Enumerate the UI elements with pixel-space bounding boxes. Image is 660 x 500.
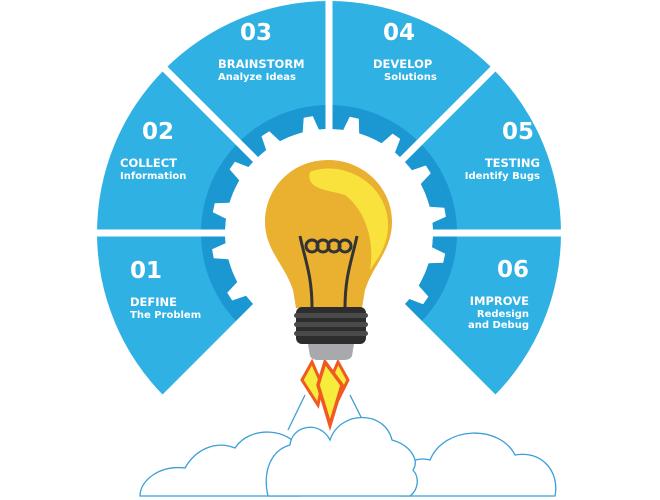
filament-icon <box>298 235 359 309</box>
cloud-group <box>139 394 557 497</box>
step-title: DEFINE <box>130 295 178 310</box>
cloud-center-icon <box>265 417 418 497</box>
step-01: 01 DEFINE The Problem <box>130 258 201 321</box>
step-number: 05 <box>501 119 534 145</box>
step-title: IMPROVE <box>469 294 529 309</box>
lightbulb-icon <box>265 160 392 360</box>
step-subtitle: Analyze Ideas <box>218 71 296 83</box>
smoke-trail-left <box>287 394 306 431</box>
step-title: COLLECT <box>120 156 178 171</box>
step-03: 03 BRAINSTORM Analyze Ideas <box>218 20 305 83</box>
flame-icon <box>300 358 350 432</box>
step-subtitle: Information <box>120 170 187 182</box>
step-subtitle: Redesign <box>476 308 529 320</box>
cloud-right-icon <box>398 432 557 497</box>
step-subtitle: Identify Bugs <box>464 170 540 182</box>
step-title: DEVELOP <box>373 57 433 72</box>
step-subtitle: Solutions <box>384 71 437 83</box>
step-subtitle: The Problem <box>130 309 202 321</box>
step-number: 06 <box>496 257 529 283</box>
step-number: 03 <box>240 20 273 46</box>
step-title: BRAINSTORM <box>218 57 305 72</box>
step-number: 04 <box>383 20 416 46</box>
step-subtitle-line2: and Debug <box>467 320 529 332</box>
step-number: 01 <box>130 258 163 284</box>
step-02: 02 COLLECT Information <box>120 119 186 182</box>
step-05: 05 TESTING Identify Bugs <box>465 119 540 182</box>
step-number: 02 <box>142 119 175 145</box>
step-06: 06 IMPROVE Redesign and Debug <box>468 257 529 332</box>
cloud-left-icon <box>139 431 301 497</box>
step-title: TESTING <box>484 156 540 171</box>
step-04: 04 DEVELOP Solutions <box>373 20 437 83</box>
